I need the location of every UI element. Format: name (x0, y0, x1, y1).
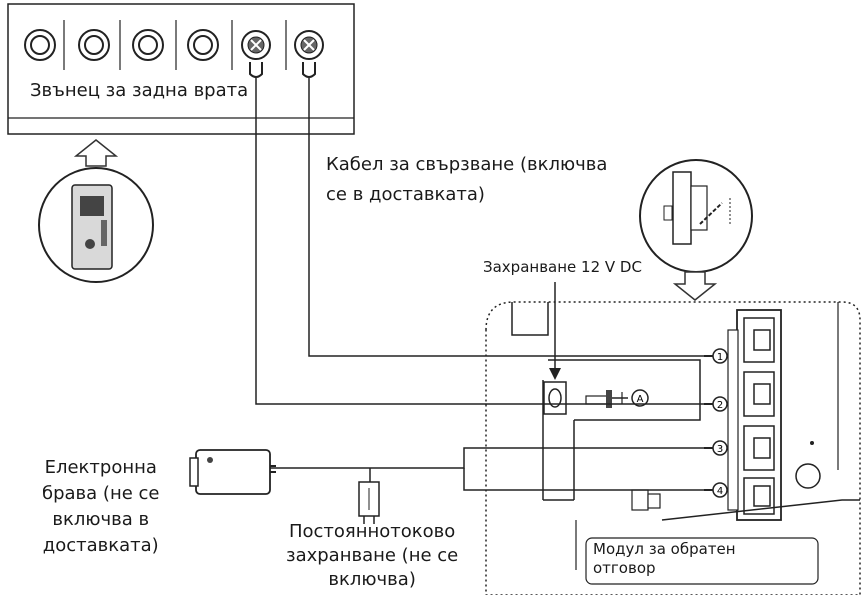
connector-a-label: A (637, 394, 644, 405)
terminal-marker-2: 2 (704, 396, 728, 412)
outdoor-doorbell-icon (38, 167, 154, 283)
wire-terminal-4 (463, 468, 704, 491)
dc-power-label: Постояннотоково захранване (не се включв… (286, 521, 459, 590)
back-door-bell-label: Звънец за задна врата (30, 80, 249, 101)
cable-label: Кабел за свързване (включва се в доставк… (326, 154, 608, 205)
feedback-module-label: Модул за обратен отговор (593, 540, 736, 577)
terminal-label-1: 1 (717, 352, 723, 363)
terminal-marker-4: 4 (704, 482, 728, 498)
terminal-label-2: 2 (717, 400, 723, 411)
back-door-bell-panel (7, 3, 355, 135)
connecting-wires (255, 78, 704, 491)
connector-a-marker: A (631, 389, 649, 407)
terminal-label-4: 4 (717, 486, 723, 497)
up-arrow-icon (73, 139, 119, 167)
electronic-lock-label: Електронна брава (не се включва в достав… (42, 457, 160, 556)
wire-terminal-2 (255, 78, 704, 405)
power-arrow (549, 282, 561, 380)
terminal-label-3: 3 (717, 444, 723, 455)
module-detail-icon (639, 159, 753, 273)
dc-plug-icon (358, 481, 380, 524)
power-supply-label: Захранване 12 V DC (483, 258, 642, 276)
down-arrow-icon (672, 271, 718, 301)
terminal-marker-3: 3 (704, 440, 728, 456)
electronic-lock-icon (189, 449, 276, 495)
wire-terminal-3 (268, 447, 704, 469)
screw-terminal-icon (241, 30, 271, 78)
wire-terminal-1 (308, 78, 704, 357)
power-jack-icon (543, 381, 567, 415)
terminal-marker-1: 1 (704, 348, 728, 364)
screw-terminal-icon (294, 30, 324, 78)
